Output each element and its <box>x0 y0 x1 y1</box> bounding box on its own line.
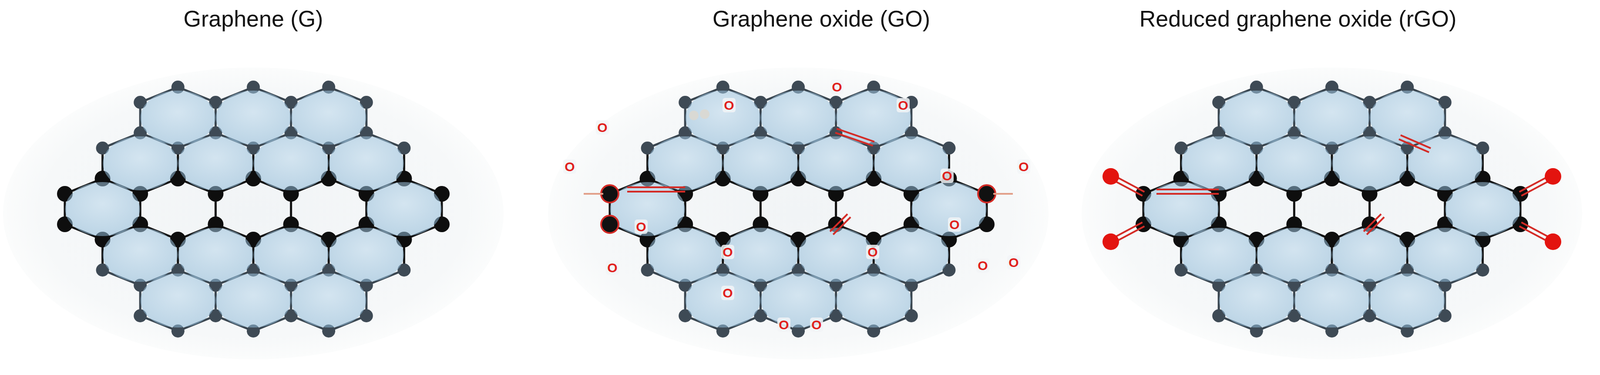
hydrogen-atom <box>689 110 699 121</box>
double-bond <box>627 186 686 189</box>
electron-cloud <box>65 181 141 236</box>
electron-cloud <box>873 136 949 191</box>
double-bond <box>830 213 848 232</box>
electron-cloud <box>1294 90 1370 145</box>
double-bond <box>836 128 875 142</box>
electron-cloud <box>873 227 949 282</box>
panel-ground <box>547 67 1049 360</box>
electron-cloud <box>253 227 329 282</box>
electron-cloud <box>1445 181 1520 236</box>
double-bond <box>1400 134 1431 148</box>
oh-bond <box>583 192 604 195</box>
electron-cloud <box>722 227 798 282</box>
electron-cloud <box>647 136 723 191</box>
electron-cloud <box>366 181 442 236</box>
oxygen-atom <box>1102 168 1120 185</box>
oxygen-symbol: O <box>634 219 648 234</box>
electron-cloud <box>1294 273 1370 328</box>
oxygen-atom <box>601 215 619 233</box>
electron-cloud <box>798 227 874 282</box>
panel-title: Graphene (G) <box>183 6 324 32</box>
electron-cloud <box>1181 136 1257 191</box>
electron-cloud <box>1256 136 1332 191</box>
electron-cloud <box>722 136 798 191</box>
oxygen-symbol: O <box>940 168 954 183</box>
panel-title: Reduced graphene oxide (rGO) <box>1139 6 1457 32</box>
electron-cloud <box>760 90 836 145</box>
oxygen-atom <box>601 184 619 203</box>
electron-cloud <box>798 136 874 191</box>
electron-cloud <box>215 273 291 328</box>
double-bond <box>627 190 686 193</box>
electron-cloud <box>329 136 404 191</box>
oxygen-symbol: O <box>896 97 910 113</box>
oxygen-symbol: O <box>1017 159 1030 174</box>
oxygen-symbol: O <box>595 120 609 135</box>
electron-cloud <box>1407 227 1483 282</box>
panel-title: Graphene oxide (GO) <box>712 6 931 32</box>
electron-cloud <box>178 136 253 191</box>
double-bond <box>1156 188 1219 191</box>
oxygen-symbol: O <box>830 79 844 95</box>
electron-cloud <box>647 227 723 282</box>
electron-cloud <box>685 273 761 328</box>
electron-cloud <box>1256 227 1332 282</box>
oxygen-symbol: O <box>976 258 989 273</box>
electron-cloud <box>610 181 686 236</box>
oh-bond <box>993 192 1013 195</box>
oxygen-atom <box>1544 233 1562 250</box>
electron-cloud <box>1332 227 1408 282</box>
double-bond <box>1156 192 1219 195</box>
oxygen-atom <box>1102 233 1120 250</box>
electron-cloud <box>291 90 367 145</box>
oxygen-symbol: O <box>1007 255 1020 270</box>
electron-cloud <box>1219 273 1295 328</box>
electron-cloud <box>253 136 329 191</box>
oxygen-symbol: O <box>563 159 576 174</box>
electron-cloud <box>140 273 216 328</box>
electron-cloud <box>102 136 178 191</box>
panel-ground <box>3 67 504 360</box>
oxygen-symbol: O <box>721 285 734 300</box>
electron-cloud <box>329 227 404 282</box>
electron-cloud <box>1181 227 1257 282</box>
electron-cloud <box>1407 136 1483 191</box>
oxygen-symbol: O <box>721 244 734 259</box>
oxygen-atom <box>978 184 996 203</box>
electron-cloud <box>178 227 253 282</box>
electron-cloud <box>291 273 367 328</box>
oxygen-atom <box>1544 168 1562 185</box>
panel-ground <box>1081 67 1583 360</box>
electron-cloud <box>102 227 178 282</box>
oxygen-symbol: O <box>777 317 790 332</box>
electron-cloud <box>215 90 291 145</box>
electron-cloud <box>1369 90 1445 145</box>
electron-cloud <box>685 90 761 145</box>
electron-cloud <box>760 273 836 328</box>
electron-cloud <box>1143 181 1219 236</box>
hydrogen-atom <box>699 109 710 119</box>
electron-cloud <box>836 273 911 328</box>
electron-cloud <box>140 90 216 145</box>
electron-cloud <box>911 181 987 236</box>
oxygen-symbol: O <box>810 317 823 332</box>
electron-cloud <box>1219 90 1295 145</box>
oxygen-symbol: O <box>605 260 619 275</box>
oxygen-symbol: O <box>866 244 879 259</box>
oxygen-symbol: O <box>947 217 961 232</box>
double-bond <box>1363 213 1382 232</box>
electron-cloud <box>1332 136 1408 191</box>
electron-cloud <box>1369 273 1445 328</box>
oxygen-symbol: O <box>722 97 736 113</box>
